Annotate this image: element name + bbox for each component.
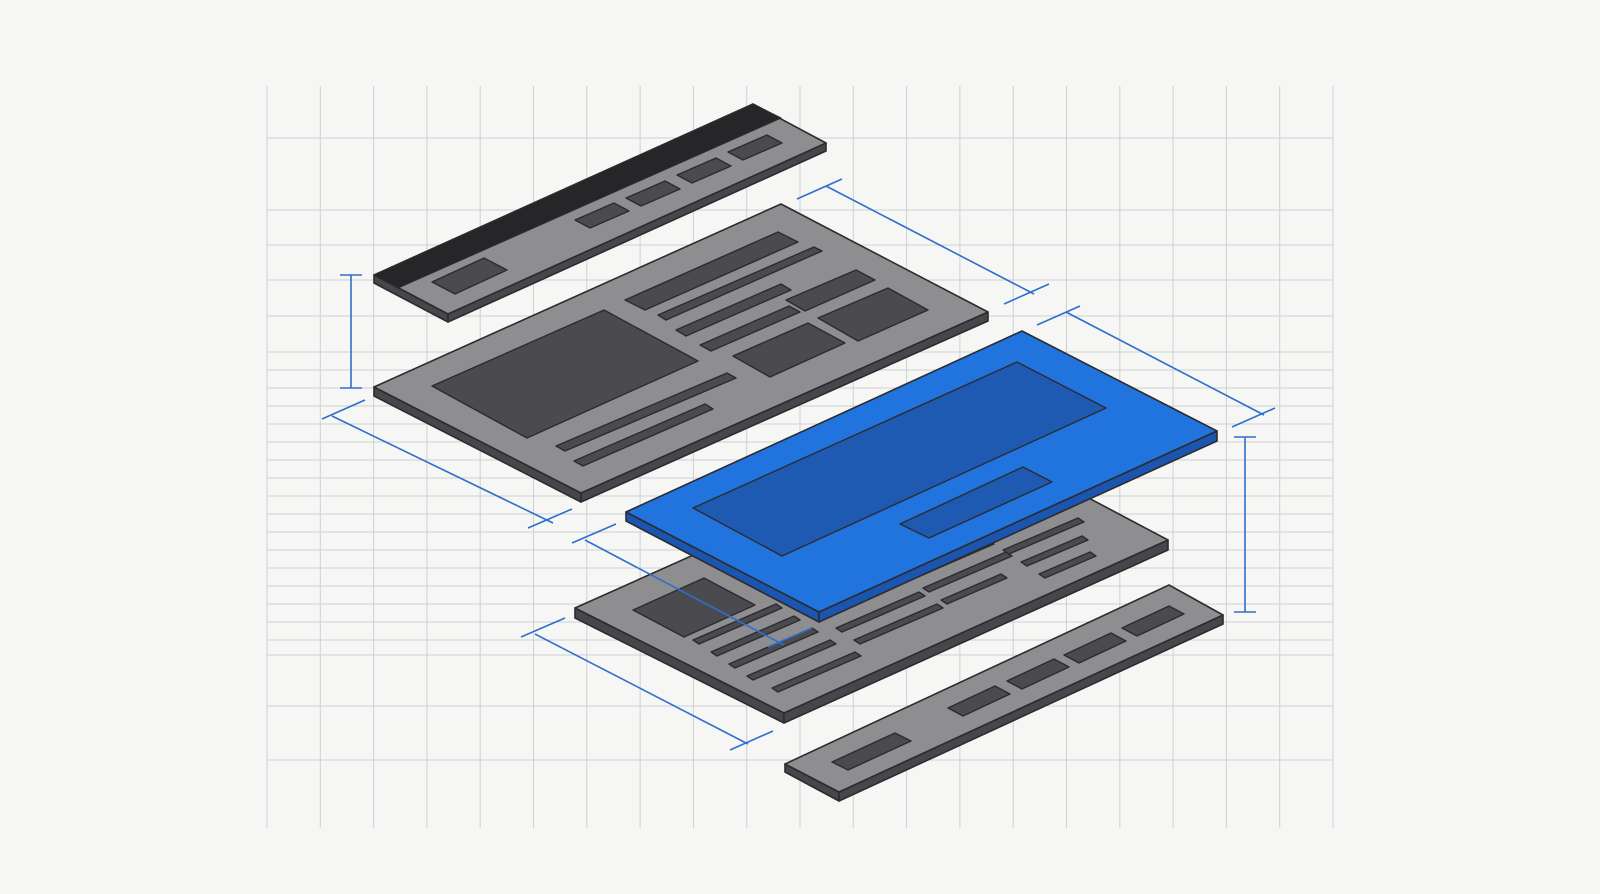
footer-link-item (1006, 658, 1070, 690)
layer-footer-bar (784, 584, 1224, 802)
footer-link-item (1121, 605, 1185, 637)
secondary-text-line (853, 603, 944, 645)
header-nav-item (727, 134, 783, 161)
dimension-marker-vertical-right (1234, 436, 1256, 613)
header-nav-item (676, 157, 732, 184)
main-card-block (817, 287, 929, 342)
highlight-card-button-block (899, 466, 1053, 539)
dimension-marker-diagonal (321, 399, 573, 529)
header-logo-block (431, 257, 508, 295)
dimension-marker-diagonal (520, 617, 774, 751)
secondary-image-block (632, 577, 756, 638)
dimension-marker-vertical-left (340, 274, 362, 389)
secondary-text-line (1038, 551, 1097, 579)
header-bar-dark-edge (373, 103, 782, 289)
dimension-markers (321, 178, 1276, 751)
main-hero-image-block (431, 309, 699, 439)
dimension-marker-diagonal (796, 178, 1050, 305)
main-text-line (657, 246, 823, 321)
secondary-text-line (1020, 535, 1089, 567)
main-text-line (555, 372, 737, 452)
header-nav-item (574, 202, 630, 229)
secondary-text-line (835, 591, 926, 633)
main-text-line (573, 403, 714, 467)
layer-main-content-panel (373, 203, 989, 503)
secondary-text-line (940, 573, 1008, 605)
header-nav-item (625, 180, 681, 207)
footer-link-item (1063, 632, 1127, 664)
layer-header-bar (373, 103, 827, 323)
dimension-marker-diagonal (571, 523, 813, 648)
main-text-line (624, 231, 799, 311)
secondary-text-line (692, 603, 783, 645)
secondary-text-line (771, 651, 862, 693)
secondary-text-line (710, 615, 801, 657)
main-card-block (785, 269, 876, 312)
main-card-block (732, 322, 846, 378)
secondary-text-line (746, 639, 837, 681)
secondary-text-line (922, 551, 1013, 593)
highlight-card-banner-block (692, 361, 1107, 557)
dimension-marker-diagonal (1036, 305, 1276, 428)
footer-link-item (947, 685, 1011, 717)
main-text-line (699, 305, 801, 352)
secondary-text-line (1002, 517, 1085, 555)
footer-logo-block (831, 732, 912, 771)
layer-highlight-card (625, 330, 1218, 623)
main-text-line (675, 283, 792, 337)
